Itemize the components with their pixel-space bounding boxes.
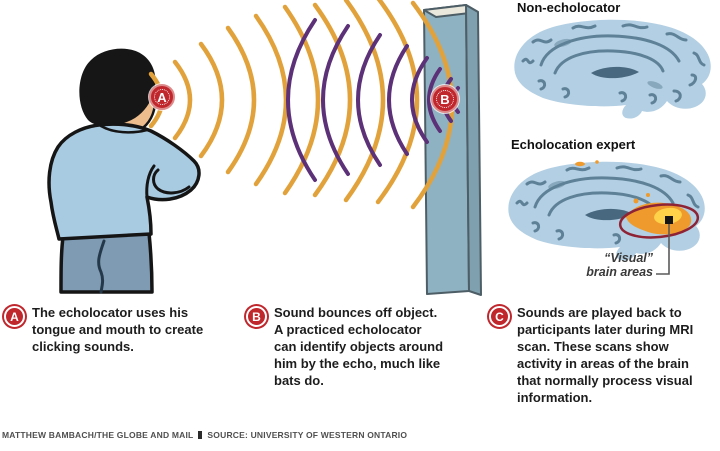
non-echolocator-brain: [514, 19, 711, 119]
caption-c: C Sounds are played back to participants…: [489, 304, 720, 406]
caption-b-badge: B: [246, 306, 267, 327]
visual-brain-areas-annotation: “Visual” brain areas: [575, 251, 653, 279]
non-echolocator-label: Non-echolocator: [517, 0, 621, 15]
brain-illustration: [508, 161, 705, 261]
separator-glyph: [198, 431, 203, 439]
highlight-ellipse: [618, 203, 700, 239]
caption-c-text: Sounds are played back to participants l…: [517, 305, 694, 405]
echolocation-expert-label: Echolocation expert: [511, 137, 636, 152]
marker-b-badge: B: [431, 85, 459, 113]
scene-illustration: [47, 0, 482, 296]
annotation-line-1: “Visual”: [604, 251, 653, 265]
annotation-connector-line: [656, 224, 670, 275]
caption-a-badge: A: [4, 306, 25, 327]
caption-a: A The echolocator uses his tongue and mo…: [4, 304, 222, 355]
marker-b-letter: B: [440, 91, 450, 107]
brain-illustration: [514, 19, 711, 119]
caption-b-letter: B: [252, 309, 261, 324]
caption-a-text: The echolocator uses his tongue and mout…: [32, 305, 204, 354]
target-board: [423, 4, 482, 296]
annotation-marker-square: [665, 216, 673, 224]
annotation-line-2: brain areas: [586, 265, 653, 279]
echolocation-expert-brain: [508, 160, 705, 275]
person-figure: [47, 48, 201, 294]
marker-a-badge: A: [149, 84, 175, 110]
caption-b-text: Sound bounces off object. A practiced ec…: [274, 305, 444, 388]
caption-a-letter: A: [10, 309, 19, 324]
source-text: SOURCE: UNIVERSITY OF WESTERN ONTARIO: [207, 430, 408, 440]
caption-b: B Sound bounces off object. A practiced …: [246, 304, 479, 389]
marker-a-letter: A: [157, 89, 167, 105]
activation-area: [575, 160, 692, 235]
credit-line: MATTHEW BAMBACH/THE GLOBE AND MAIL SOURC…: [2, 430, 407, 440]
caption-c-letter: C: [495, 309, 504, 324]
byline-text: MATTHEW BAMBACH/THE GLOBE AND MAIL: [2, 430, 194, 440]
caption-c-badge: C: [489, 306, 510, 327]
